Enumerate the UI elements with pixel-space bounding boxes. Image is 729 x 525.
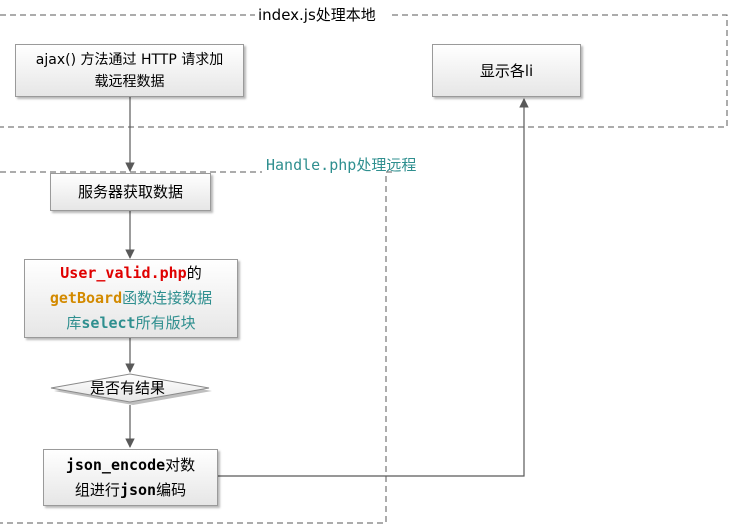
server-fetch-box: 服务器获取数据: [50, 173, 211, 211]
db-query-text3: 库: [66, 314, 82, 332]
local-region-title: index.js处理本地: [258, 6, 376, 24]
display-items-box: 显示各li: [432, 44, 581, 97]
decision-label: 是否有结果: [90, 379, 165, 397]
json-encode-text1: 对数: [165, 455, 196, 474]
json-encode-json: json: [119, 480, 157, 499]
db-query-box: User_valid.php的 getBoard函数连接数据 库select所有…: [24, 259, 238, 338]
db-query-text1: 的: [186, 264, 202, 282]
json-encode-text3: 编码: [156, 480, 187, 499]
ajax-request-box: ajax() 方法通过 HTTP 请求加 载远程数据: [15, 44, 244, 97]
local-region-label: index.js处理本地: [258, 6, 376, 24]
json-encode-text2: 组进行: [74, 480, 120, 499]
db-query-sql: select: [81, 314, 136, 332]
json-encode-line1: json_encode对数: [66, 453, 195, 478]
arrow-encode-to-display: [218, 98, 529, 477]
remote-region-label: Handle.php处理远程: [266, 156, 416, 174]
display-items-label: 显示各li: [479, 61, 534, 80]
json-encode-fn: json_encode: [65, 455, 166, 474]
decision-diamond: [50, 373, 210, 403]
ajax-request-line1: ajax() 方法通过 HTTP 请求加: [35, 51, 224, 68]
db-query-line3: 库select所有版块: [66, 311, 195, 336]
db-query-line1: User_valid.php的: [60, 261, 201, 286]
json-encode-line2: 组进行json编码: [75, 478, 186, 503]
json-encode-box: json_encode对数 组进行json编码: [43, 449, 218, 506]
db-query-text4: 所有版块: [135, 314, 196, 332]
remote-region-text: 处理远程: [356, 156, 417, 174]
local-region-border: [0, 14, 728, 128]
db-query-function: getBoard: [49, 289, 123, 307]
db-query-line2: getBoard函数连接数据: [50, 286, 212, 311]
ajax-request-line2: 载远程数据: [94, 73, 165, 90]
remote-region-code: Handle.php: [266, 156, 357, 174]
db-query-text2: 函数连接数据: [122, 289, 213, 307]
remote-region-border: [0, 171, 392, 524]
db-query-file: User_valid.php: [60, 264, 187, 282]
decision-text: 是否有结果: [90, 379, 166, 397]
server-fetch-label: 服务器获取数据: [77, 183, 183, 201]
